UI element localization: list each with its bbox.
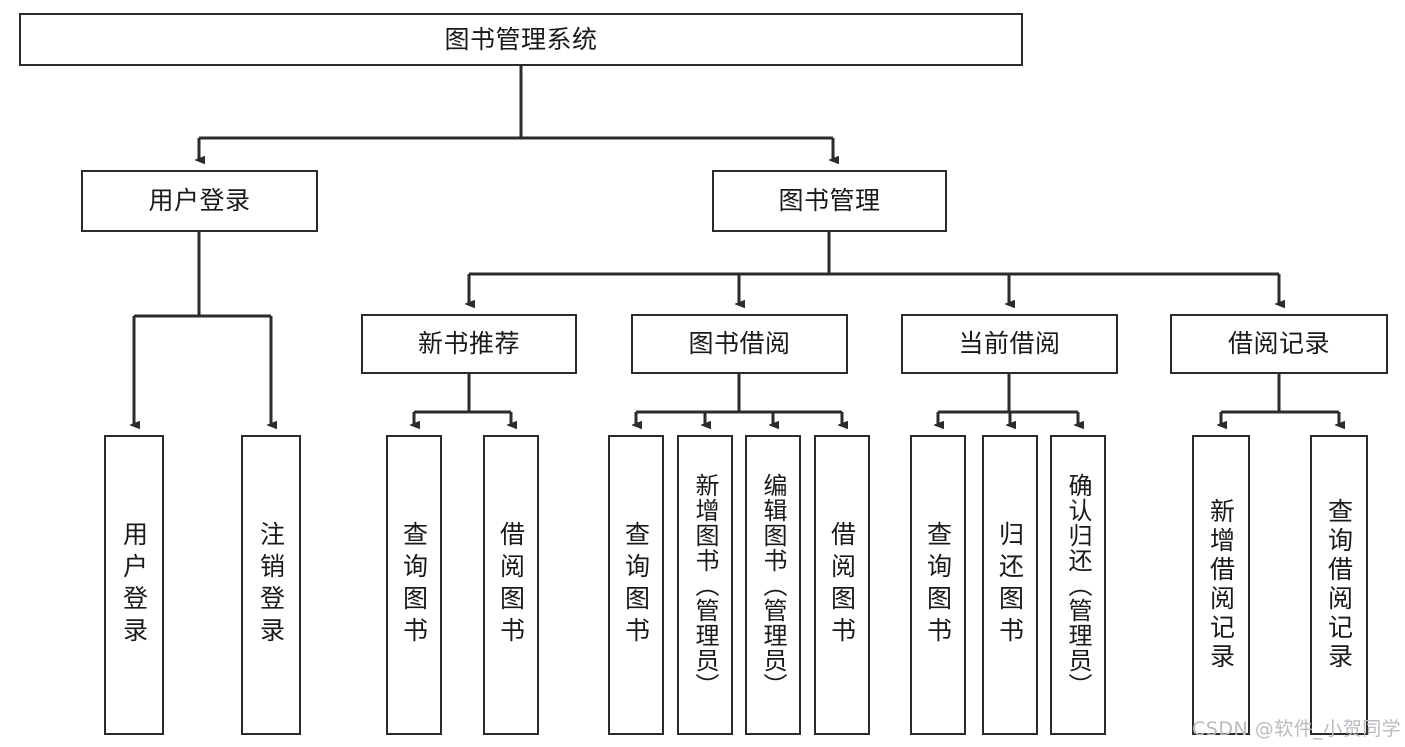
node-leaf-return-book[interactable]: 归还图书	[982, 435, 1038, 735]
node-user-login-label: 用户登录	[148, 186, 251, 216]
node-leaf-user-login-label: 用户登录	[119, 521, 149, 649]
node-leaf-query-book-rec-label: 查询图书	[399, 521, 429, 649]
node-new-book-rec-label: 新书推荐	[417, 329, 520, 359]
node-user-login[interactable]: 用户登录	[81, 170, 318, 232]
node-leaf-confirm-return[interactable]: 确认归还（管理员）	[1050, 435, 1106, 735]
node-current-borrow[interactable]: 当前借阅	[901, 314, 1118, 374]
node-root[interactable]: 图书管理系统	[19, 13, 1023, 66]
node-book-manage-label: 图书管理	[778, 186, 881, 216]
node-borrow-record-label: 借阅记录	[1227, 329, 1330, 359]
node-leaf-borrow-book-rec-label: 借阅图书	[496, 521, 526, 649]
node-leaf-add-book[interactable]: 新增图书（管理员）	[677, 435, 733, 735]
node-leaf-return-book-label: 归还图书	[995, 521, 1025, 649]
node-book-manage[interactable]: 图书管理	[712, 170, 947, 232]
node-leaf-add-book-label: 新增图书（管理员）	[691, 472, 719, 698]
node-leaf-confirm-return-label: 确认归还（管理员）	[1064, 472, 1092, 698]
node-current-borrow-label: 当前借阅	[958, 329, 1061, 359]
node-book-borrow[interactable]: 图书借阅	[631, 314, 848, 374]
node-leaf-query-book-rec[interactable]: 查询图书	[386, 435, 442, 735]
node-leaf-edit-book-label: 编辑图书（管理员）	[759, 472, 787, 698]
node-leaf-query-book-borrow-label: 查询图书	[621, 521, 651, 649]
node-leaf-query-book-cur[interactable]: 查询图书	[910, 435, 966, 735]
node-leaf-borrow-book-rec[interactable]: 借阅图书	[483, 435, 539, 735]
node-root-label: 图书管理系统	[444, 24, 598, 54]
node-leaf-logout-login-label: 注销登录	[256, 521, 286, 649]
node-leaf-query-record[interactable]: 查询借阅记录	[1310, 435, 1368, 735]
node-leaf-logout-login[interactable]: 注销登录	[241, 435, 301, 735]
node-leaf-borrow-book-label: 借阅图书	[827, 521, 857, 649]
node-leaf-add-record[interactable]: 新增借阅记录	[1192, 435, 1250, 735]
node-leaf-user-login[interactable]: 用户登录	[104, 435, 164, 735]
node-borrow-record[interactable]: 借阅记录	[1170, 314, 1388, 374]
csdn-watermark: CSDN @软件_小贺同学	[1192, 718, 1402, 740]
node-new-book-rec[interactable]: 新书推荐	[361, 314, 577, 374]
node-book-borrow-label: 图书借阅	[688, 329, 791, 359]
node-leaf-add-record-label: 新增借阅记录	[1206, 498, 1236, 672]
node-leaf-edit-book[interactable]: 编辑图书（管理员）	[745, 435, 801, 735]
node-leaf-query-book-cur-label: 查询图书	[923, 521, 953, 649]
node-leaf-query-book-borrow[interactable]: 查询图书	[608, 435, 664, 735]
node-leaf-query-record-label: 查询借阅记录	[1324, 498, 1354, 672]
node-leaf-borrow-book[interactable]: 借阅图书	[814, 435, 870, 735]
